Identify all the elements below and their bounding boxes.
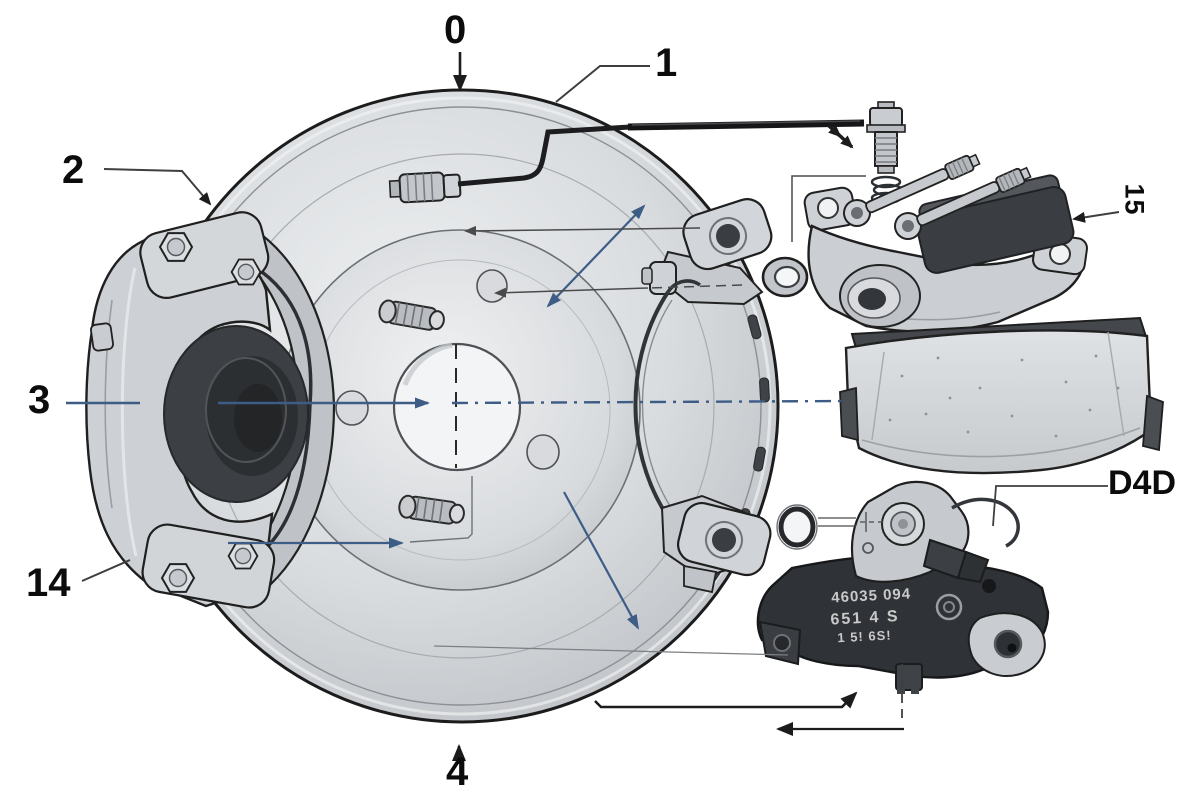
inner-brake-pad: 46035 094 651 4 S 1 5! 6S!	[756, 480, 1050, 694]
pad-locating-tab	[895, 663, 923, 691]
callout-0: 0	[444, 8, 467, 52]
pad-stamp-text: 46035 094 651 4 S 1 5! 6S!	[830, 585, 912, 645]
seal-ring	[761, 256, 809, 298]
leader-15	[1072, 211, 1120, 223]
leader-housing	[791, 175, 866, 242]
wheel-stud	[398, 494, 465, 525]
grommet	[776, 504, 818, 550]
svg-text:651 4 S: 651 4 S	[830, 608, 900, 629]
leader-rotor-pad	[433, 645, 789, 656]
banjo-bolt	[866, 101, 906, 174]
svg-text:1 5! 6S!: 1 5! 6S!	[837, 627, 892, 645]
leader-grommet	[818, 512, 884, 532]
callout-15: 15	[1119, 183, 1150, 216]
hose-direction-arrow	[826, 123, 854, 149]
blue-diagonal-arrow	[546, 204, 646, 308]
leader-seal	[494, 287, 649, 298]
leader-hub-elbow	[409, 476, 473, 543]
leader-14	[81, 559, 131, 582]
bleeder-screw	[90, 322, 114, 352]
callout-3: 3	[28, 378, 51, 422]
leader-2	[103, 168, 212, 206]
caliper-bracket-lower	[660, 494, 772, 594]
axis-line-3	[66, 397, 849, 409]
brake-hose	[388, 119, 865, 204]
pad-friction-speckles	[888, 354, 1120, 438]
wear-sensor	[850, 480, 1020, 584]
callout-14: 14	[26, 561, 71, 605]
brake-caliper	[85, 211, 309, 609]
svg-text:46035 094: 46035 094	[831, 585, 912, 606]
caliper-bracket-upper	[641, 198, 773, 306]
leader-rotor-top	[464, 225, 701, 236]
callout-1: 1	[655, 41, 678, 85]
wheel-stud	[378, 299, 445, 331]
caliper-housing	[803, 146, 1088, 333]
blue-diagonal-arrow-lower	[563, 491, 639, 630]
sensor-wire-clip	[951, 497, 1020, 548]
callout-2: 2	[62, 148, 85, 192]
callout-d4d: D4D	[1108, 464, 1177, 502]
callout-4: 4	[446, 750, 469, 794]
leader-lines	[66, 52, 1120, 764]
leader-d4d	[992, 485, 1108, 527]
bottom-elbow-arrow	[594, 691, 858, 709]
leader-1	[555, 65, 650, 103]
pad-logo-mark	[935, 593, 963, 621]
outer-brake-pad	[839, 316, 1164, 475]
pad-on-housing	[916, 174, 1075, 274]
